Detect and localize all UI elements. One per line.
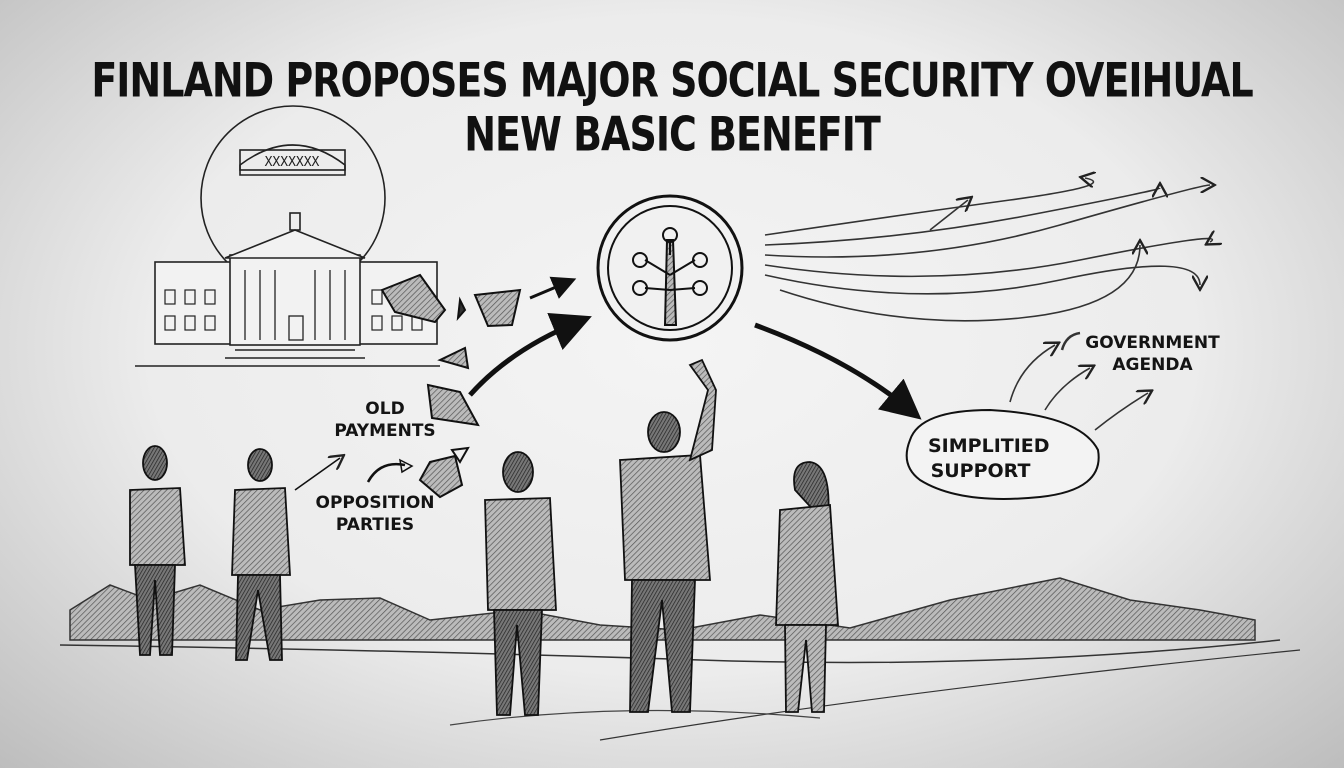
broken-pieces	[380, 273, 522, 499]
headline-line-2: NEW BASIC BENEFIT	[464, 106, 881, 162]
headline-line-1: FINLAND PROPOSES MAJOR SOCIAL SECURITY O…	[91, 52, 1253, 108]
person-arms-crossed	[129, 445, 186, 656]
arrows	[294, 276, 922, 491]
person-reaching	[619, 358, 717, 713]
person-back	[484, 451, 557, 716]
speech-bubble	[905, 408, 1100, 500]
person-woman	[775, 461, 839, 713]
tree-icon	[632, 227, 708, 326]
label-old-payments: OLD PAYMENTS	[334, 399, 436, 441]
tree-emblem	[596, 194, 744, 342]
label-government-agenda: GOVERNMENT AGENDA	[1085, 333, 1220, 375]
svg-text:XXXXXXX: XXXXXXX	[265, 155, 320, 170]
person-suit	[231, 448, 291, 661]
label-opposition-parties: OPPOSITION PARTIES	[315, 493, 435, 535]
people	[129, 358, 839, 716]
flowing-streams	[764, 178, 1212, 431]
label-simplified-support: SIMPLITIED SUPPORT	[928, 435, 1050, 482]
